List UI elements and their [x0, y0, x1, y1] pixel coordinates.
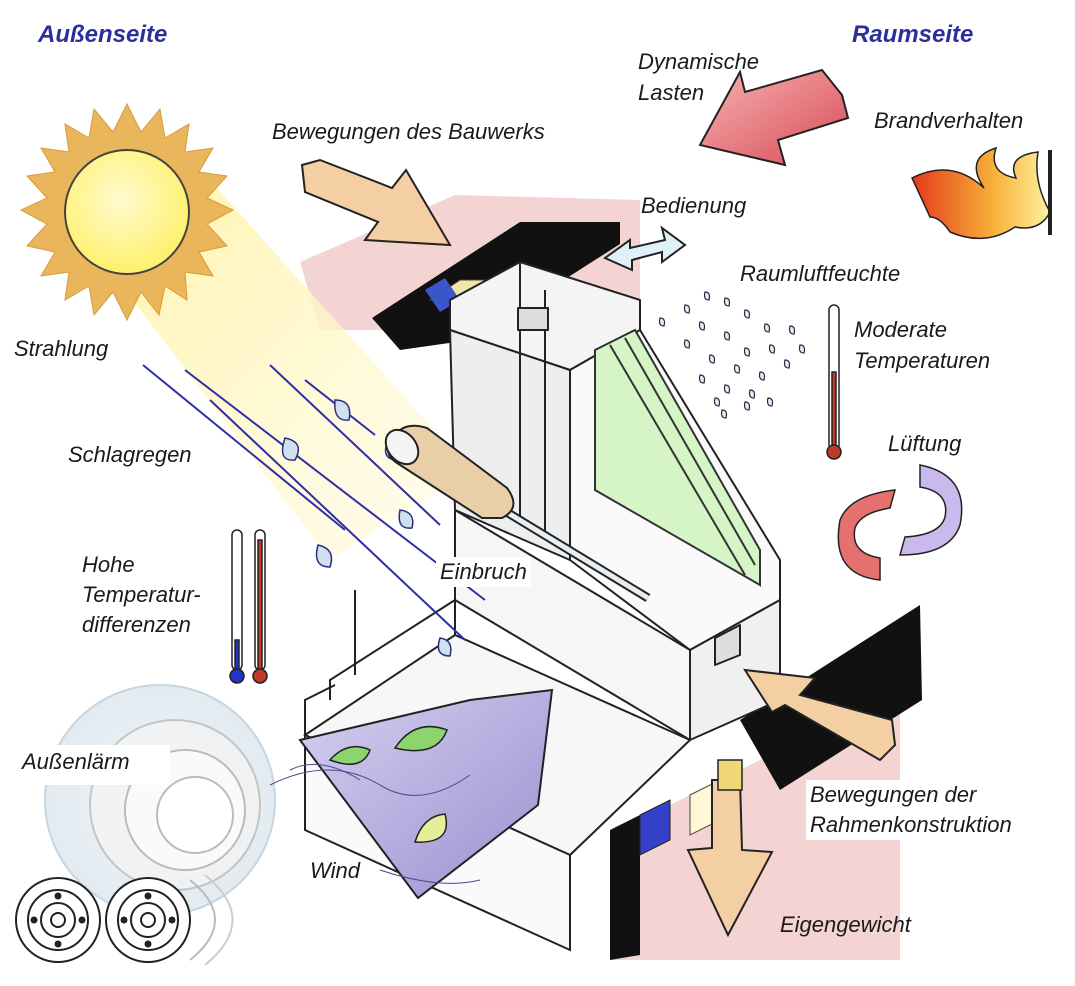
- screwdriver-icon: [384, 424, 651, 602]
- dynamic-loads-label-1: Dynamische: [638, 49, 760, 74]
- sun-icon: [19, 102, 235, 322]
- flame-icon: [911, 146, 1052, 240]
- operation-arrow: [603, 225, 687, 272]
- high-temp-label-3: differenzen: [82, 612, 191, 637]
- own-weight-label: Eigengewicht: [780, 912, 911, 937]
- eigengewicht-post: [717, 759, 743, 791]
- frame-movement-label-1: Bewegungen der: [806, 780, 981, 810]
- high-temp-label-2: Temperatur-: [82, 582, 201, 607]
- moderate-temp-label-2: Temperaturen: [854, 348, 991, 373]
- driving-rain: [142, 364, 486, 641]
- room-humidity-label: Raumluftfeuchte: [740, 261, 901, 286]
- frame-movement-label-2: Rahmenkonstruktion: [806, 810, 1016, 840]
- driving-rain-label: Schlagregen: [68, 442, 192, 467]
- inside-heading: Raumseite: [852, 21, 974, 48]
- outside-noise-label: Außenlärm: [16, 745, 170, 785]
- humidity-droplets: [658, 291, 806, 419]
- frame-movement-arrow: [743, 668, 897, 762]
- wind-triangle: [298, 688, 554, 900]
- high-temp-label-1: Hohe: [82, 552, 135, 577]
- outside-heading: Außenseite: [38, 21, 168, 48]
- dynamic-loads-arrow: [698, 68, 850, 167]
- building-movement-arrow: [300, 158, 452, 247]
- operation-label: Bedienung: [641, 193, 747, 218]
- wind-swirls: [269, 763, 481, 884]
- radiation-label: Strahlung: [14, 336, 109, 361]
- ventilation-label: Lüftung: [888, 431, 962, 456]
- glass-pane: [594, 328, 761, 587]
- own-weight-arrow: [686, 779, 774, 938]
- fire-behavior-label: Brandverhalten: [874, 108, 1024, 133]
- thermometer-icon: [229, 304, 842, 684]
- building-movement-label: Bewegungen des Bauwerks: [272, 119, 545, 144]
- leaf-icon: [328, 725, 448, 843]
- wind-label: Wind: [310, 858, 360, 883]
- wall-strip-lower: [740, 605, 922, 790]
- burglary-label: Einbruch: [436, 557, 531, 587]
- tire-icon: [15, 874, 234, 966]
- ventilation-icon: [837, 464, 963, 581]
- moderate-temp-label-1: Moderate: [854, 317, 947, 342]
- dynamic-loads-label-2: Lasten: [638, 80, 705, 105]
